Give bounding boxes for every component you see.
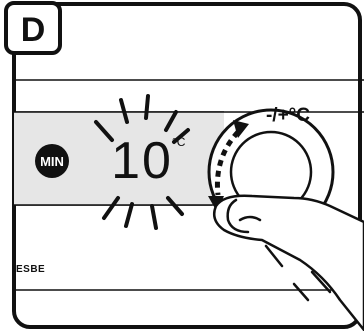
brand-logo: ESBE: [16, 264, 45, 275]
panel-label: D: [21, 11, 46, 49]
temperature-value: 10: [111, 132, 173, 190]
min-button[interactable]: MIN: [35, 144, 69, 178]
min-button-label: MIN: [40, 154, 64, 169]
finger-illustration: [213, 194, 364, 331]
panel-label-badge: D: [4, 1, 62, 55]
dial-label: -/+°C: [266, 105, 310, 126]
blink-rays: [94, 94, 190, 230]
